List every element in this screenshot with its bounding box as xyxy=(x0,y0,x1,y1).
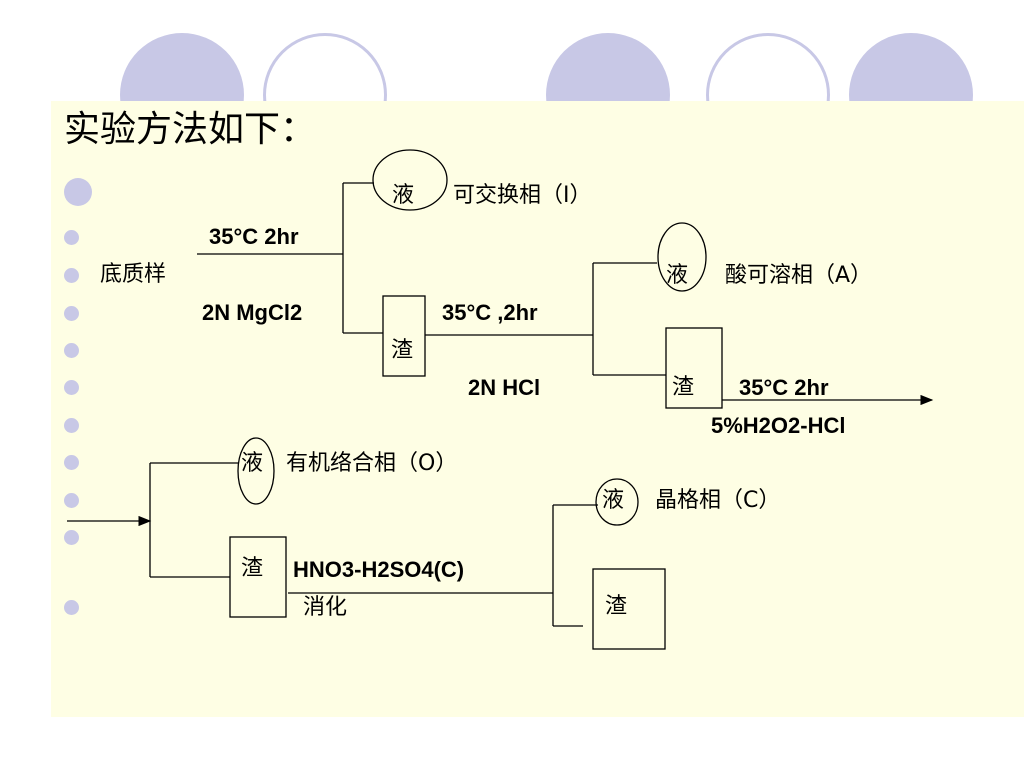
step4-reagent: HNO3-H2SO4(C) xyxy=(293,557,465,582)
slide-title: 实验方法如下： xyxy=(64,109,317,150)
phase-label-exchangeable: 可交换相（I） xyxy=(453,183,592,208)
residue-marker: 渣 xyxy=(241,556,264,581)
liquid-marker: 液 xyxy=(666,263,689,288)
slide-content-panel xyxy=(51,101,1024,717)
liquid-marker: 液 xyxy=(241,451,264,476)
bullet xyxy=(64,380,79,395)
sample-label: 底质样 xyxy=(100,262,167,287)
bullet xyxy=(64,455,79,470)
bullet xyxy=(64,600,79,615)
bullet xyxy=(64,530,79,545)
step4-process: 消化 xyxy=(303,595,348,620)
phase-label-acid-soluble: 酸可溶相（A） xyxy=(725,263,873,288)
bullet xyxy=(64,343,79,358)
phase-label-organic-complex: 有机络合相（O） xyxy=(286,451,458,476)
step3-reagent: 5%H2O2-HCl xyxy=(711,413,846,438)
bullet xyxy=(64,230,79,245)
step2-condition: 35°C ,2hr xyxy=(442,300,538,325)
residue-marker: 渣 xyxy=(605,594,628,619)
bullet xyxy=(64,268,79,283)
step3-condition: 35°C 2hr xyxy=(739,375,829,400)
residue-marker: 渣 xyxy=(672,375,695,400)
bullet xyxy=(64,418,79,433)
bullet xyxy=(64,493,79,508)
bullet xyxy=(64,306,79,321)
bullet-large xyxy=(64,178,92,206)
step1-condition: 35°C 2hr xyxy=(209,224,299,249)
phase-label-lattice: 晶格相（C） xyxy=(655,488,781,513)
step2-reagent: 2N HCl xyxy=(468,375,541,400)
residue-marker: 渣 xyxy=(391,338,414,363)
liquid-marker: 液 xyxy=(602,488,625,513)
liquid-marker: 液 xyxy=(392,183,415,208)
step1-reagent: 2N MgCl2 xyxy=(202,300,303,325)
